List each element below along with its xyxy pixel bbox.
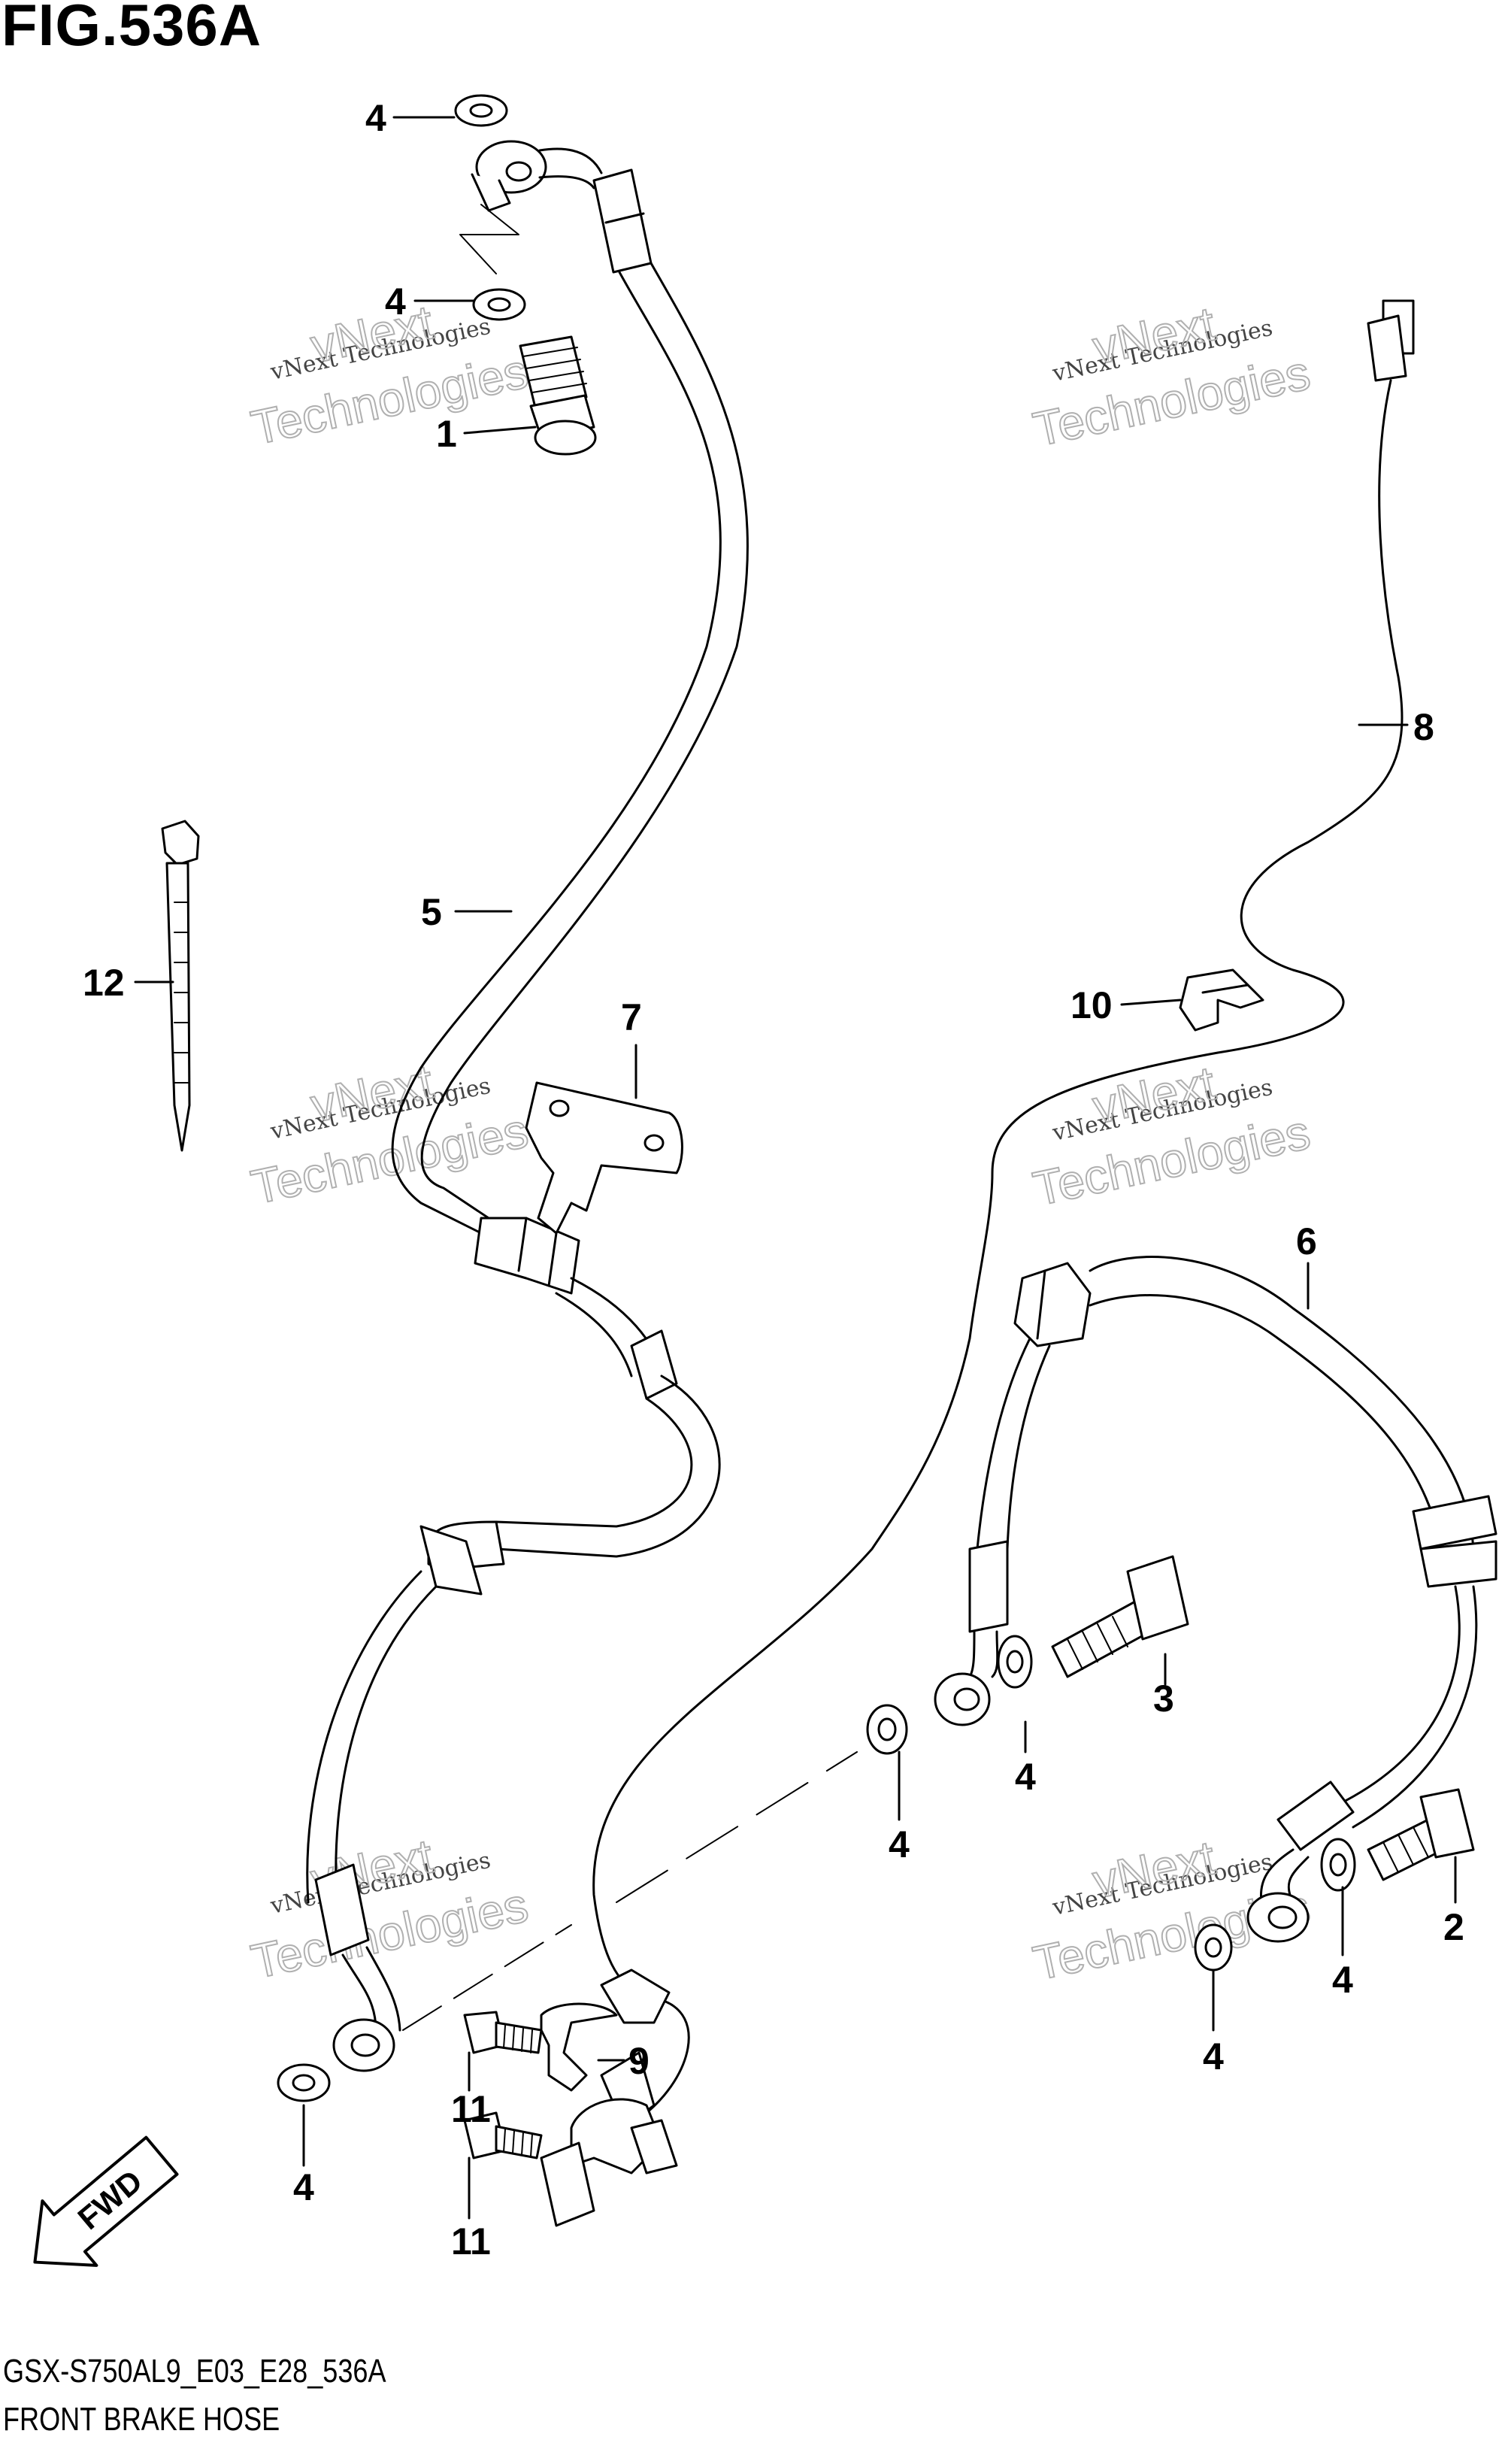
banjo-assembly-guide: [459, 204, 519, 274]
watermark-large-line1: vNext: [1088, 1830, 1219, 1908]
leader-lines: [134, 116, 1457, 2220]
watermark-large-line1: vNext: [1088, 1056, 1219, 1134]
bolt-11-lower: [463, 2111, 543, 2159]
assembly-dashed-line-right: [616, 1751, 858, 1903]
washer-mid: [866, 1704, 908, 1755]
model-code: GSX-S750AL9_E03_E28_536A: [3, 2353, 386, 2390]
callout-12: 12: [83, 962, 125, 1004]
watermark-large-line1: vNext: [306, 295, 438, 373]
callout-4-bottom-left: 4: [293, 2166, 314, 2208]
callout-7: 7: [621, 996, 642, 1038]
washer-top-upper: [454, 94, 508, 127]
callout-4-top: 4: [365, 97, 386, 139]
hose-bracket-7: [525, 1081, 683, 1235]
watermark-mid-left: vNext Technologies vNext Technologies: [246, 1053, 533, 1215]
callout-6: 6: [1296, 1220, 1317, 1262]
section-name: FRONT BRAKE HOSE: [3, 2401, 280, 2438]
bolt-11-upper: [463, 2011, 543, 2054]
fwd-arrow-icon: [33, 2135, 179, 2267]
callout-11-upper: 11: [451, 2088, 491, 2130]
banjo-bolt-2: [1367, 1788, 1475, 1881]
callout-4-mid-right: 4: [1015, 1756, 1036, 1798]
washer-right-upper: [997, 1635, 1033, 1689]
callout-4-mid: 4: [889, 1823, 910, 1865]
callout-1: 1: [436, 413, 457, 455]
banjo-bolt-top: [519, 335, 597, 456]
clamp-9: [540, 2002, 618, 2092]
watermark-bottom-left: vNext Technologies vNext Technologies: [246, 1828, 533, 1990]
assembly-dashed-line-left: [402, 1924, 572, 2031]
washer-bottom-right: [1194, 1923, 1233, 1972]
callout-11-lower: 11: [451, 2220, 491, 2262]
watermark-large-line1: vNext: [1088, 296, 1219, 374]
front-brake-hose-6: [934, 1256, 1497, 1943]
callout-10: 10: [1070, 984, 1113, 1026]
callout-2: 2: [1443, 1906, 1464, 1948]
callout-8: 8: [1413, 706, 1434, 748]
callout-9: 9: [628, 2040, 650, 2082]
washer-top-lower: [472, 288, 526, 321]
banjo-bolt-3: [1051, 1555, 1189, 1678]
washer-right-lower: [1320, 1838, 1356, 1892]
callout-5: 5: [421, 891, 442, 933]
figure-title: FIG.536A: [2, 0, 262, 58]
washer-bottom-left: [277, 2063, 331, 2102]
callout-3: 3: [1153, 1678, 1174, 1720]
watermark-top-right: vNext Technologies vNext Technologies: [1028, 295, 1315, 457]
front-brake-hose-5: [306, 140, 749, 2072]
speed-sensor-lead-8: [540, 299, 1415, 2227]
callout-4-upper: 4: [385, 280, 406, 323]
watermark-mid-right: vNext Technologies vNext Technologies: [1028, 1055, 1315, 1217]
clamp-10: [1179, 968, 1264, 1032]
cable-tie-12: [161, 820, 200, 1152]
callout-4-right: 4: [1332, 1959, 1353, 2001]
watermark-large-line1: vNext: [306, 1054, 438, 1132]
callout-labels: 4 4 1 5 7 12 8 10 6 3 4 4 2 4 4 9 11 11 …: [83, 97, 1464, 2262]
callout-4-bottom-right: 4: [1203, 2035, 1224, 2078]
